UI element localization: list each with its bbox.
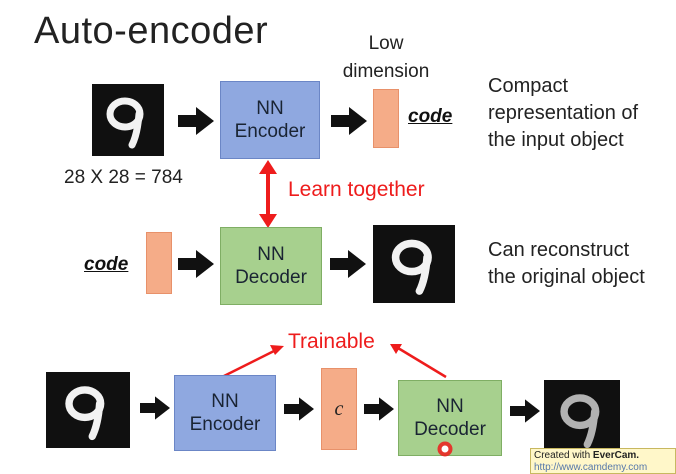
arrow-right-icon: [331, 107, 367, 135]
watermark-prefix: Created with: [534, 450, 593, 461]
bottom-encoder-line-1: NN: [211, 391, 239, 412]
input-size-label: 28 X 28 = 784: [64, 167, 183, 188]
watermark-line-1: Created with EverCam.: [534, 450, 672, 462]
arrow-right-icon: [178, 250, 214, 278]
decoder-line-1: NN: [257, 244, 285, 265]
reconstructed-digit-image: [373, 225, 455, 303]
bottom-input-digit-image: [46, 372, 130, 448]
code-label-top: code: [408, 106, 453, 127]
low-dimension-label: Low dimension: [336, 30, 436, 86]
page-title: Auto-encoder: [34, 10, 269, 52]
cursor-marker-icon: [436, 440, 454, 458]
evercam-watermark[interactable]: Created with EverCam. http://www.camdemy…: [530, 448, 676, 474]
nn-decoder-box: NN Decoder: [220, 227, 322, 305]
arrow-right-icon: [284, 396, 314, 422]
watermark-url: http://www.camdemy.com: [534, 462, 648, 473]
bottom-decoder-line-1: NN: [436, 396, 464, 417]
bottom-nn-encoder-box: NN Encoder: [174, 375, 276, 451]
bottom-nn-decoder-box: NN Decoder: [398, 380, 502, 456]
trainable-label: Trainable: [288, 330, 375, 353]
latent-c-bar: c: [321, 368, 357, 450]
middle-code-bar: [146, 232, 172, 294]
bottom-decoder-line-2: Decoder: [414, 419, 486, 440]
reconstruct-line-2: the original object: [488, 266, 645, 288]
learn-together-label: Learn together: [288, 178, 425, 201]
arrow-right-icon: [140, 395, 170, 421]
double-arrow-icon: [258, 160, 278, 228]
encoder-line-2: Encoder: [234, 121, 306, 142]
arrow-right-icon: [364, 396, 394, 422]
watermark-brand: EverCam.: [592, 450, 640, 461]
bottom-output-digit-image: [544, 380, 620, 456]
latent-c-label: c: [334, 397, 344, 420]
compact-description: Compact representation of the input obje…: [488, 73, 638, 154]
reconstruct-description: Can reconstruct the original object: [488, 237, 645, 291]
compact-line-3: the input object: [488, 129, 624, 151]
decoder-line-2: Decoder: [235, 267, 307, 288]
compact-line-1: Compact: [488, 75, 569, 97]
low-dimension-line-2: dimension: [342, 61, 430, 82]
encoder-line-1: NN: [256, 98, 284, 119]
arrow-right-icon: [330, 250, 366, 278]
low-dimension-line-1: Low: [368, 33, 404, 54]
latent-code-bar: [373, 89, 399, 148]
input-digit-image: [92, 84, 164, 156]
bottom-encoder-line-2: Encoder: [189, 414, 261, 435]
compact-line-2: representation of: [488, 102, 639, 124]
nn-encoder-box: NN Encoder: [220, 81, 320, 159]
arrow-right-icon: [510, 398, 540, 424]
arrow-right-icon: [178, 107, 214, 135]
code-label-middle: code: [84, 254, 129, 275]
reconstruct-line-1: Can reconstruct: [488, 239, 630, 261]
